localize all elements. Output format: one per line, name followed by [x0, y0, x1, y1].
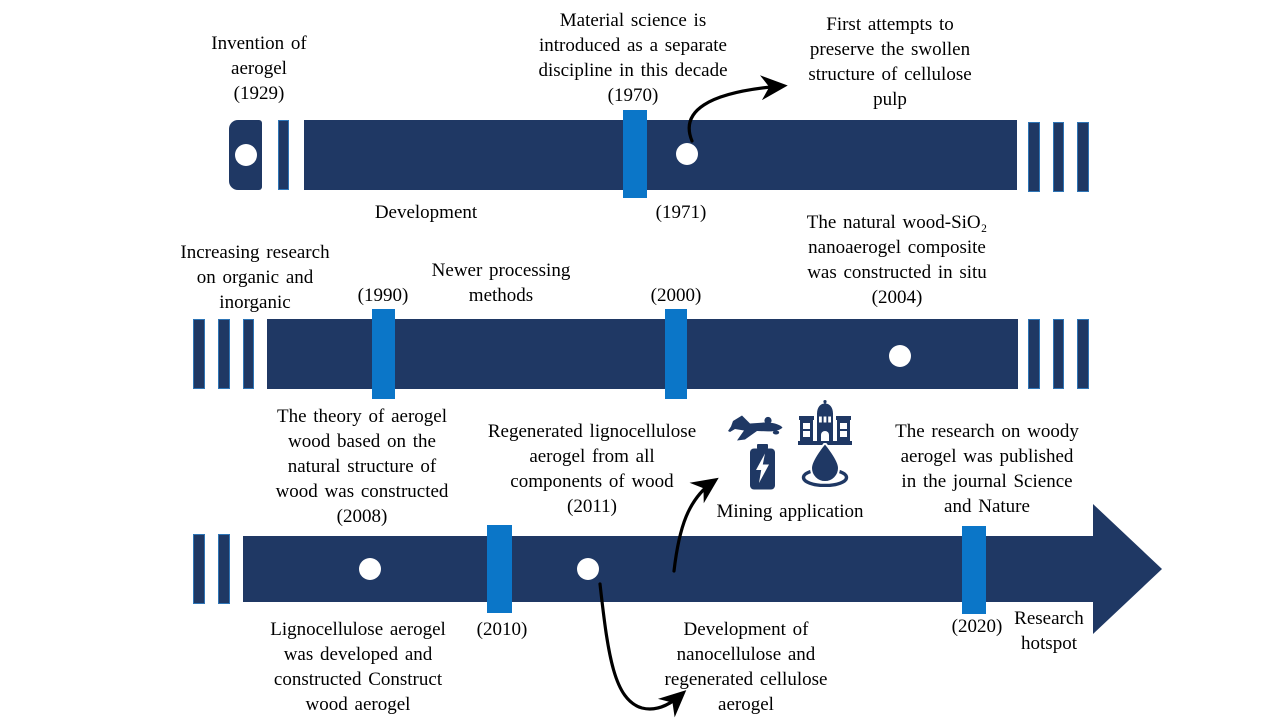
battery-icon	[748, 444, 777, 490]
label-development: Development	[374, 202, 478, 223]
timeline3-arrowhead	[1093, 504, 1162, 634]
timeline3-left-tick-1	[193, 534, 205, 604]
annotation-lignocellulose-developed: Lignocellulose aerogel was developed and…	[270, 619, 446, 715]
annotation-research-woody-aerogel: The research on woody aerogel was publis…	[895, 421, 1079, 517]
timeline1-right-tick-1	[1028, 122, 1040, 192]
timeline2-dot-2004	[889, 345, 911, 367]
label-year-2010: (2010)	[476, 619, 528, 640]
annotation-natural-wood-sio2-2004: The natural wood-SiO₂ nanoaerogel compos…	[806, 212, 988, 308]
timeline2-marker-1990	[372, 309, 395, 399]
annotation-regenerated-lignocellulose-2011: Regenerated lignocellulose aerogel from …	[487, 421, 697, 517]
timeline2-marker-2000	[665, 309, 687, 399]
annotation-newer-processing: Newer processing methods	[431, 260, 571, 306]
timeline2-right-tick-2	[1053, 319, 1064, 389]
annotation-increasing-research: Increasing research on organic and inorg…	[180, 242, 330, 313]
label-research-hotspot: Research hotspot	[1014, 608, 1084, 654]
timeline1-start-dot	[235, 144, 257, 166]
airplane-icon	[727, 408, 783, 446]
timeline3-marker-2020	[962, 526, 986, 614]
timeline3-left-tick-2	[218, 534, 230, 604]
annotation-invention-1929: Invention of aerogel (1929)	[211, 33, 307, 104]
timeline3-marker-2010	[487, 525, 512, 613]
annotation-dev-nanocellulose: Development of nanocellulose and regener…	[664, 619, 828, 715]
annotation-theory-aerogel-wood-2008: The theory of aerogel wood based on the …	[275, 406, 449, 527]
timeline1-bar	[304, 120, 1017, 190]
timeline1-marker-1970	[623, 110, 647, 198]
timeline3-dot-2011	[577, 558, 599, 580]
label-year-2000: (2000)	[650, 285, 702, 306]
timeline1-right-tick-2	[1053, 122, 1064, 192]
timeline1-left-tick	[278, 120, 289, 190]
annotation-first-attempts: First attempts to preserve the swollen s…	[808, 14, 972, 110]
label-year-1971: (1971)	[655, 202, 707, 223]
timeline2-left-tick-3	[243, 319, 254, 389]
water-drop-icon	[800, 443, 850, 487]
timeline2-right-tick-1	[1028, 319, 1040, 389]
timeline2-left-tick-1	[193, 319, 205, 389]
timeline2-right-tick-3	[1077, 319, 1089, 389]
annotation-material-science-1970: Material science is introduced as a sepa…	[538, 10, 728, 106]
timeline1-right-tick-3	[1077, 122, 1089, 192]
label-year-2020: (2020)	[951, 616, 1003, 637]
label-mining-application: Mining application	[716, 501, 864, 522]
timeline1-dot-1971	[676, 143, 698, 165]
building-icon	[797, 400, 853, 445]
timeline2-left-tick-2	[218, 319, 230, 389]
label-year-1990: (1990)	[357, 285, 409, 306]
timeline3-dot-2008	[359, 558, 381, 580]
